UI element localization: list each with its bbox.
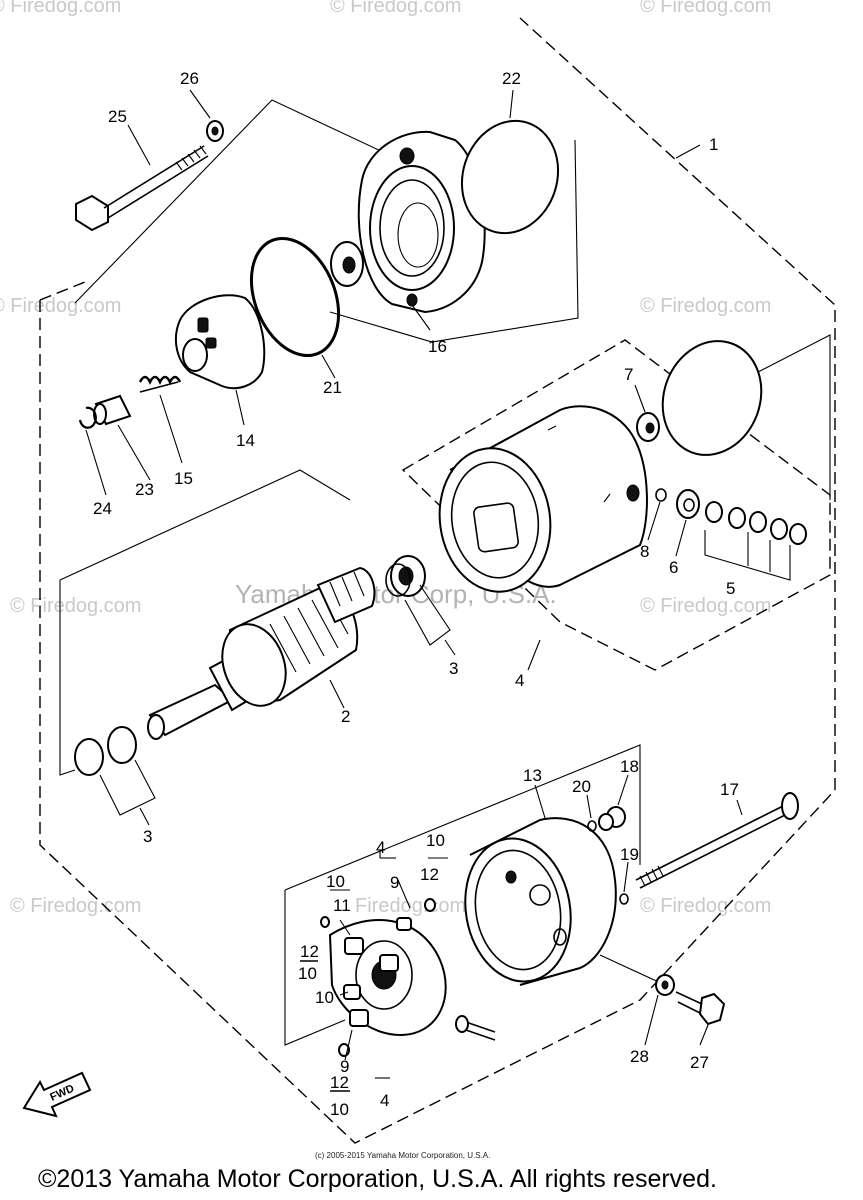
callout-15: 15 <box>174 469 193 488</box>
watermark: © Firedog.com <box>10 595 141 617</box>
callout-8: 8 <box>640 542 649 561</box>
watermark: © Firedog.com <box>640 0 771 17</box>
watermark: © Firedog.com <box>640 895 771 917</box>
callout-9: 9 <box>390 873 399 892</box>
o-ring-yoke <box>661 340 763 456</box>
o-ring-20 <box>587 820 597 832</box>
washer-3-lower-b <box>107 726 137 764</box>
fwd-arrow-icon: FWD <box>22 1071 92 1118</box>
through-bolt-17 <box>635 792 799 889</box>
callout-10: 10 <box>298 964 317 983</box>
circlip-24 <box>78 406 97 429</box>
callout-13: 13 <box>523 766 542 785</box>
watermark: © Firedog.com <box>640 295 771 317</box>
yoke-4 <box>438 405 648 593</box>
callout-3: 3 <box>143 827 152 846</box>
callout-16: 16 <box>428 337 447 356</box>
assembly-outline <box>39 17 836 1144</box>
callout-27: 27 <box>690 1053 709 1072</box>
callout-4: 4 <box>515 671 524 690</box>
watermark-layer: © Firedog.com © Firedog.com © Firedog.co… <box>0 0 771 917</box>
callout-1: 1 <box>709 135 718 154</box>
callout-3: 3 <box>449 659 458 678</box>
armature-2 <box>147 566 376 740</box>
callout-28: 28 <box>630 1047 649 1066</box>
o-ring-8 <box>655 488 667 502</box>
callout-12: 12 <box>330 1073 349 1092</box>
callout-23: 23 <box>135 480 154 499</box>
watermark: © Firedog.com <box>640 595 771 617</box>
callout-26: 26 <box>180 69 199 88</box>
leader-lines <box>85 89 743 1092</box>
callout-9: 9 <box>340 1057 349 1076</box>
callout-5: 5 <box>726 579 735 598</box>
watermark: © Firedog.com <box>0 295 121 317</box>
yoke-subassembly-outline <box>401 339 831 671</box>
watermark: Firedog.com <box>355 895 466 917</box>
callout-4: 4 <box>376 838 385 857</box>
brush-holder-14 <box>174 294 266 390</box>
o-ring-19 <box>619 893 629 905</box>
callout-7: 7 <box>624 365 633 384</box>
spring-15 <box>138 375 182 393</box>
callout-18: 18 <box>620 757 639 776</box>
callout-10: 10 <box>315 988 334 1007</box>
callout-14: 14 <box>236 431 255 450</box>
callout-12: 12 <box>300 942 319 961</box>
callout-12: 12 <box>420 865 439 884</box>
callout-10: 10 <box>326 872 345 891</box>
bolt-25 <box>75 145 209 232</box>
callout-19: 19 <box>620 845 639 864</box>
callout-20: 20 <box>572 777 591 796</box>
o-ring-21 <box>249 236 341 358</box>
callout-4: 4 <box>380 1091 389 1110</box>
bolt-27 <box>675 991 726 1026</box>
front-cover-16 <box>357 130 486 314</box>
washer-3-lower <box>74 738 104 776</box>
small-copyright: (c) 2005-2015 Yamaha Motor Corporation, … <box>315 1151 490 1160</box>
brush-plate <box>328 917 496 1041</box>
callout-10: 10 <box>330 1100 349 1119</box>
callout-labels: 1 2 3 3 4 4 4 5 6 7 8 9 9 10 10 10 10 10… <box>93 69 739 1119</box>
callout-17: 17 <box>720 780 739 799</box>
callout-2: 2 <box>341 707 350 726</box>
watermark: © Firedog.com <box>330 0 461 17</box>
nut <box>320 916 330 928</box>
callout-25: 25 <box>108 107 127 126</box>
copyright-footer: ©2013 Yamaha Motor Corporation, U.S.A. A… <box>38 1165 717 1193</box>
insulator-6 <box>676 489 700 519</box>
watermark: © Firedog.com <box>10 895 141 917</box>
callout-24: 24 <box>93 499 112 518</box>
o-ring-22 <box>460 119 560 235</box>
washer-set-5 <box>704 501 807 581</box>
rear-cover-13 <box>464 817 617 986</box>
watermark: © Firedog.com <box>0 0 121 17</box>
guide-lines <box>59 99 831 1046</box>
callout-11: 11 <box>333 896 351 915</box>
nut <box>424 898 436 912</box>
callout-22: 22 <box>502 69 521 88</box>
callout-21: 21 <box>323 378 342 397</box>
bushing-23 <box>93 394 132 426</box>
callout-6: 6 <box>669 558 678 577</box>
callout-10: 10 <box>426 831 445 850</box>
